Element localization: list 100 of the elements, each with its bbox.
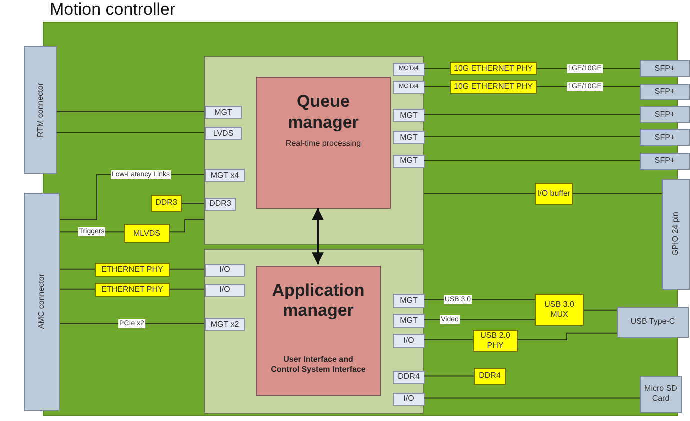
node-label: DDR4 (478, 371, 502, 382)
node-label: I/O (402, 394, 416, 404)
chip-box (473, 330, 518, 352)
connector-box (617, 306, 689, 338)
chip-box (450, 62, 537, 76)
chip-box (151, 194, 182, 212)
node-label: I/O (218, 285, 232, 296)
connector-line (170, 219, 204, 233)
fpga-frame (204, 249, 424, 414)
connector-line (60, 268, 96, 270)
port-box (205, 284, 245, 298)
port-box (393, 392, 425, 406)
connector-line (424, 86, 450, 88)
connector-line (572, 193, 662, 194)
node-label: MLVDS (132, 228, 162, 239)
connector-line (170, 268, 204, 270)
node-label: SFP+ (654, 132, 676, 143)
node-label: 10G ETHERNET PHY (453, 82, 534, 92)
chip-box (474, 368, 506, 385)
connector-box (640, 60, 690, 78)
node-label: MGT (399, 110, 419, 121)
node-label: USB Type-C (630, 317, 676, 328)
port-box (205, 264, 245, 277)
port-box (205, 198, 236, 212)
port-box (205, 127, 242, 140)
port-box (393, 294, 425, 308)
connector-box (24, 192, 60, 411)
port-box (393, 63, 425, 76)
port-box (205, 169, 245, 182)
chip-box (535, 294, 584, 326)
connector-line (584, 310, 618, 311)
connector-line (424, 136, 640, 138)
node-label: ETHERNET PHY (100, 264, 164, 275)
port-box (393, 314, 425, 328)
chip-box (535, 183, 573, 206)
chip-box (450, 80, 537, 94)
port-box (393, 130, 425, 144)
connector-line (518, 332, 618, 341)
node-label: USB 2.0 PHY (480, 331, 512, 352)
node-label: SFP+ (654, 64, 676, 74)
port-box (393, 108, 425, 122)
node-label: DDR4 (397, 372, 421, 382)
connector-line (56, 132, 204, 134)
node-label: I/O (402, 336, 416, 346)
connector-box (640, 84, 690, 100)
connector-box (24, 46, 57, 174)
port-box (393, 81, 425, 94)
node-label: RTM connector (36, 82, 46, 138)
node-label: MGT (399, 132, 419, 143)
connector-box (640, 376, 682, 413)
node-label: DDR3 (154, 198, 178, 208)
port-box (393, 154, 425, 168)
manager-subtitle: User Interface and Control System Interface (270, 355, 367, 376)
connector-line (424, 340, 474, 341)
arrow (312, 208, 324, 265)
node-label: USB 3.0 MUX (544, 300, 576, 320)
connector-line (424, 68, 450, 70)
port-box (205, 318, 245, 332)
node-label: DDR3 (208, 199, 232, 210)
node-label: SFP+ (654, 87, 676, 98)
node-label: MGT (399, 316, 419, 326)
connector-line (424, 193, 536, 194)
connector-line (60, 288, 96, 290)
connector-box (662, 178, 690, 290)
node-label: SFP+ (654, 156, 676, 166)
connector-line (182, 202, 204, 204)
node-label: 10G ETHERNET PHY (453, 64, 534, 74)
node-label: MGT (399, 156, 419, 166)
port-box (393, 334, 425, 348)
connector-line (424, 114, 640, 116)
node-label: AMC connector (37, 274, 47, 330)
node-label: MGT (399, 296, 419, 306)
node-label: Micro SD Card (644, 384, 678, 404)
diagram-title: Motion controller (50, 0, 176, 20)
connector-box (640, 106, 690, 124)
node-label: SFP+ (654, 110, 676, 120)
chip-box (95, 282, 170, 298)
manager-title: Application manager (271, 280, 366, 322)
node-label: I/O buffer (536, 189, 572, 200)
port-box (205, 106, 242, 120)
node-label: I/O (218, 265, 232, 276)
connector-line (424, 376, 474, 377)
connector-box (640, 152, 690, 170)
node-label: MGT x4 (210, 170, 240, 181)
manager-subtitle: Real-time processing (284, 139, 362, 150)
connector-box (640, 128, 690, 146)
node-label: MGT (214, 108, 234, 118)
node-label: ETHERNET PHY (100, 284, 164, 295)
chip-box (95, 262, 170, 277)
node-label: MGT x2 (210, 320, 240, 330)
chip-box (124, 224, 170, 243)
fpga-frame (204, 56, 424, 244)
node-label: LVDS (212, 128, 235, 139)
manager-title: Queue manager (287, 92, 360, 134)
connector-line (424, 398, 640, 399)
connector-line (170, 288, 204, 290)
node-label: GPIO 24 pin (671, 212, 681, 256)
connector-line (56, 111, 204, 112)
connector-line (424, 160, 640, 161)
port-box (393, 370, 425, 384)
